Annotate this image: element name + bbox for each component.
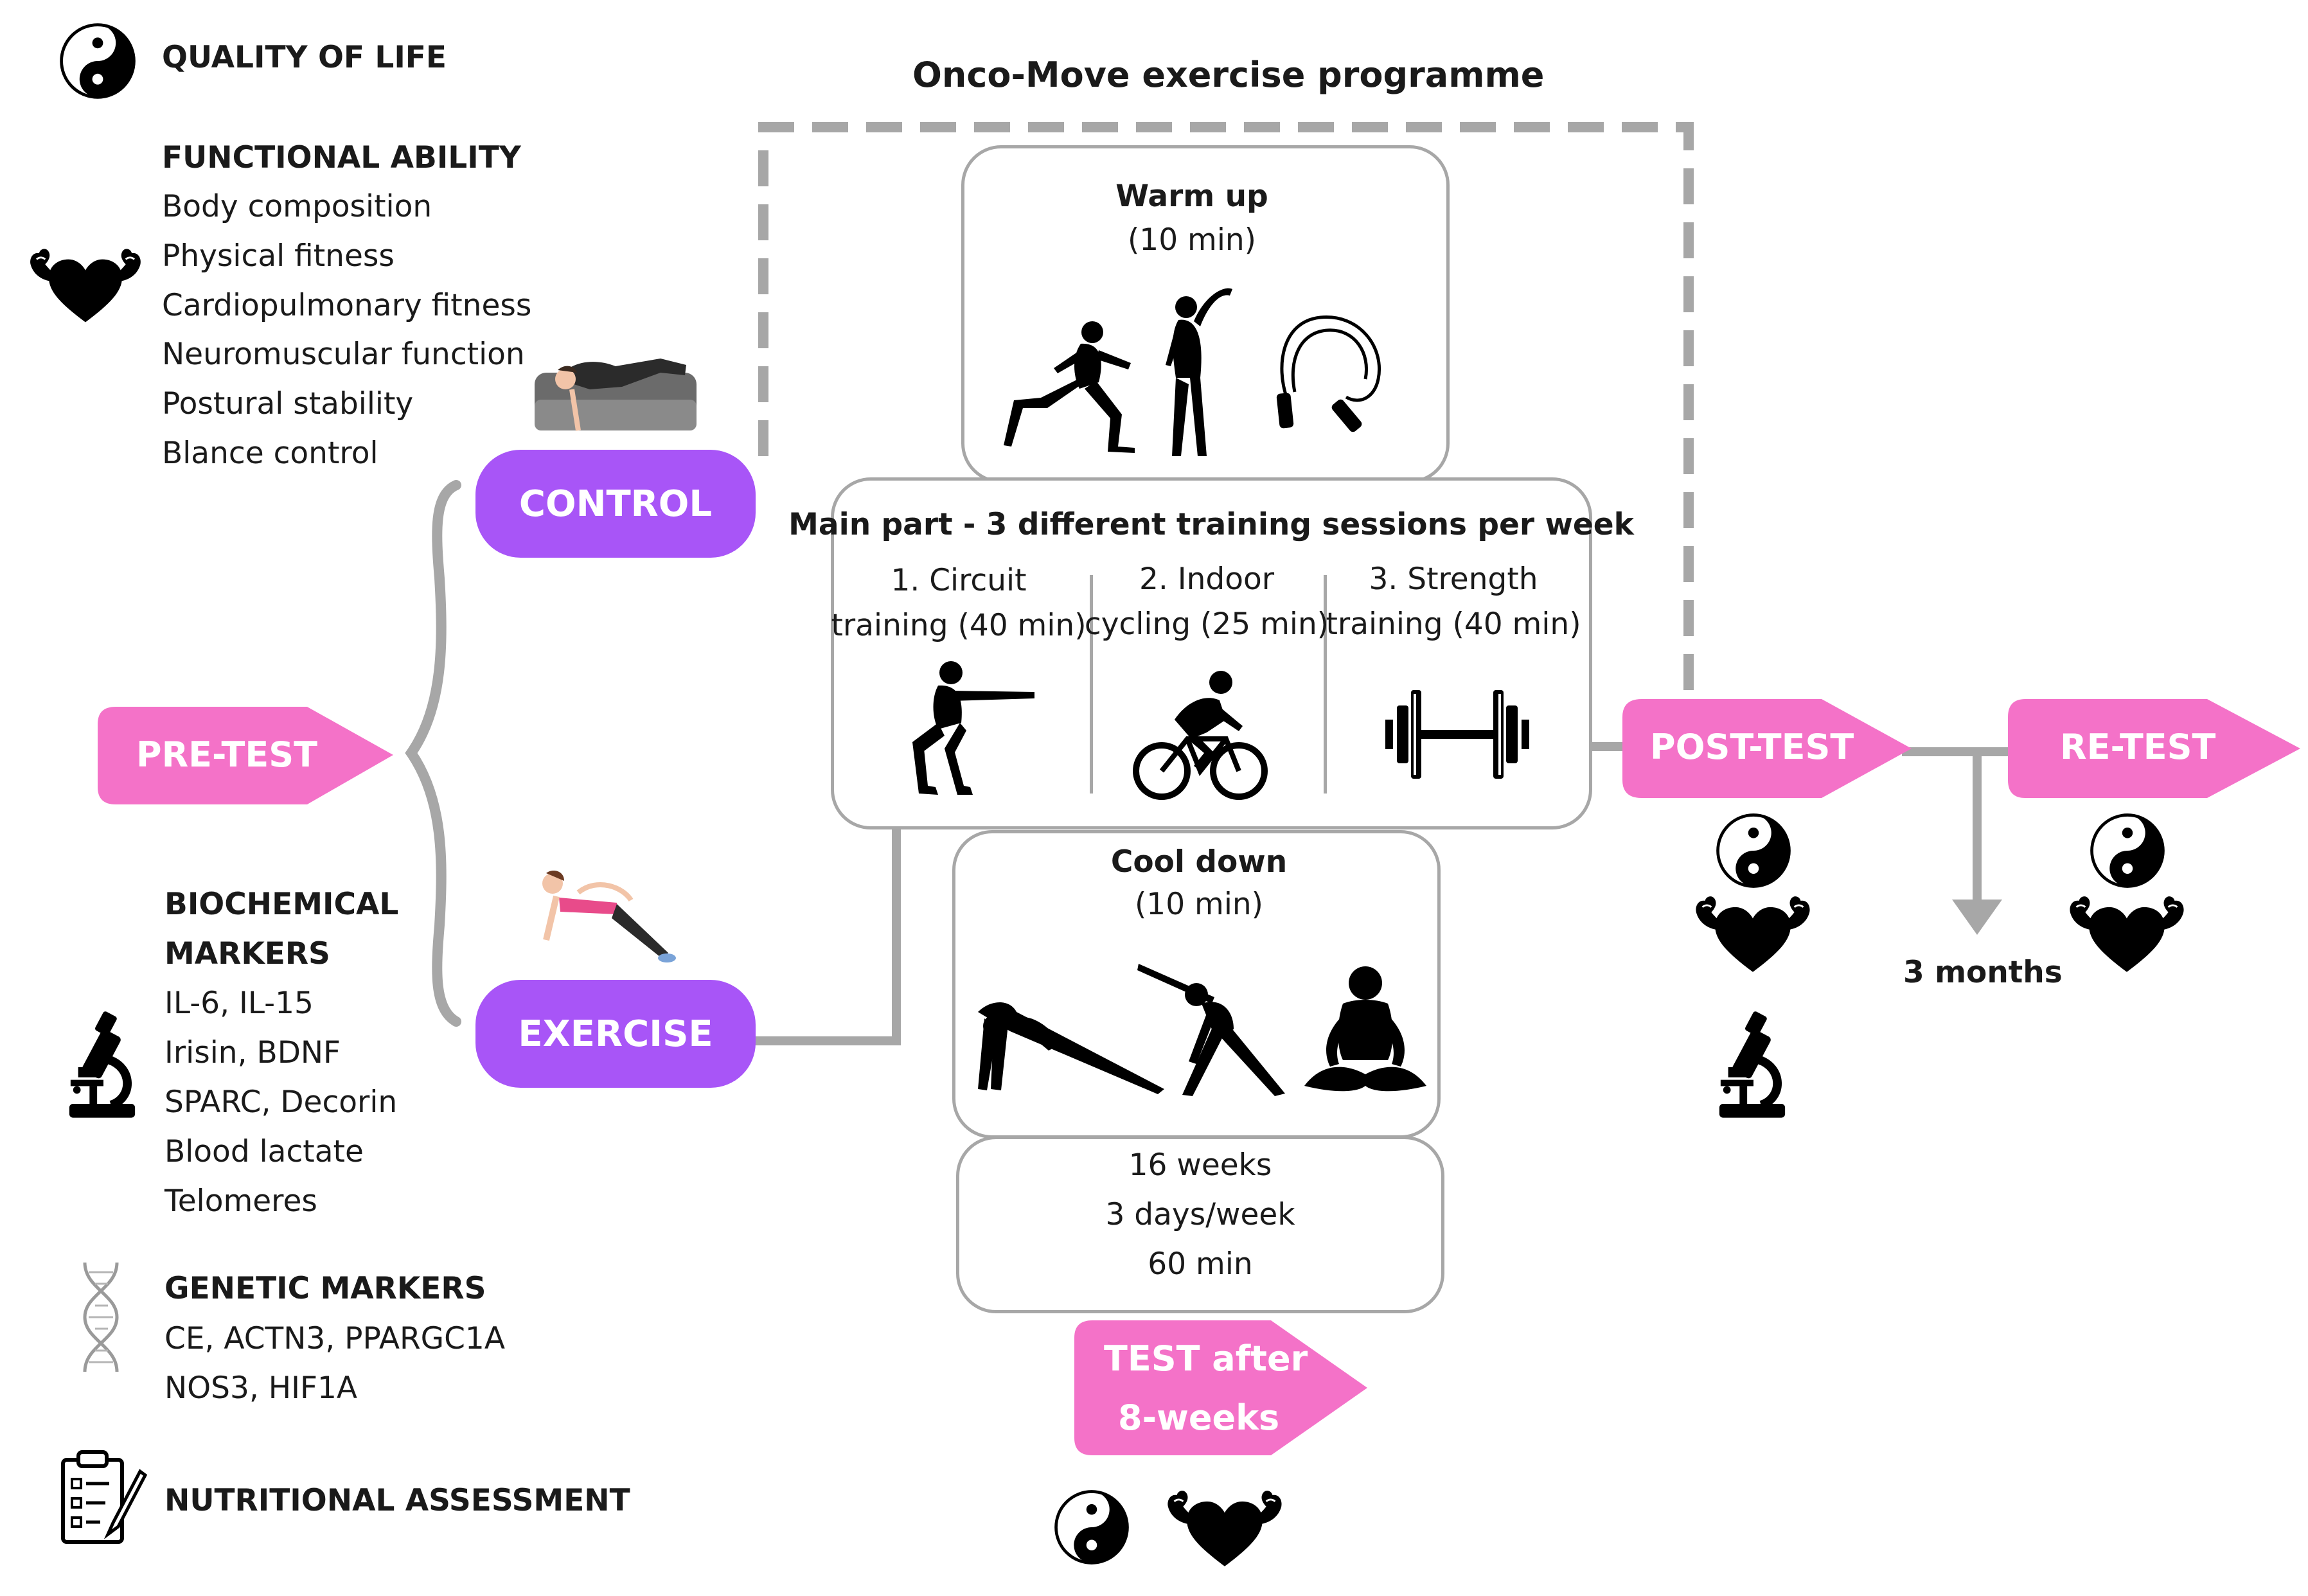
plank-person-icon — [542, 871, 676, 962]
control-group-label: CONTROL — [475, 450, 756, 558]
biochemical-marker-item: IL-6, IL-15 — [164, 986, 314, 1021]
functional-ability-item: Physical fitness — [162, 238, 395, 274]
sofa-person-icon — [535, 359, 697, 431]
nutritional-assessment-heading: NUTRITIONAL ASSESSMENT — [164, 1483, 630, 1518]
warm-up-title: Warm up — [1115, 179, 1268, 214]
exercise-group-label: EXERCISE — [475, 980, 756, 1088]
yin-yang-icon — [2090, 813, 2165, 889]
cool-down-title: Cool down — [1110, 844, 1288, 880]
posttest-label: POST-TEST — [1650, 727, 1854, 767]
heart-muscle-icon — [24, 245, 146, 326]
stretch-person-icon — [1166, 288, 1232, 456]
biochemical-marker-item: Blood lactate — [164, 1134, 364, 1169]
heart-muscle-icon — [1162, 1487, 1288, 1570]
biochemical-markers-heading: BIOCHEMICAL — [164, 887, 399, 922]
pretest-arrow — [98, 707, 393, 804]
schedule-weeks: 16 weeks — [1128, 1148, 1272, 1183]
session-divider — [1090, 575, 1093, 794]
schedule-days: 3 days/week — [1105, 1197, 1295, 1232]
three-month-arrow-head — [1952, 900, 2002, 935]
jump-rope-icon — [1276, 315, 1381, 432]
midtest-arrow — [1074, 1320, 1367, 1455]
schedule-minutes: 60 min — [1148, 1246, 1253, 1282]
functional-ability-item: Blance control — [162, 436, 378, 471]
dumbbell-icon — [1385, 690, 1529, 779]
microscope-icon — [64, 1009, 140, 1123]
midtest-label: TEST after — [1104, 1338, 1308, 1379]
functional-ability-heading: FUNCTIONAL ABILITY — [162, 140, 521, 175]
downward-dog-icon — [978, 1002, 1164, 1094]
side-stretch-icon — [1137, 964, 1285, 1096]
heart-muscle-icon — [2064, 893, 2190, 975]
curly-brace — [405, 480, 461, 1027]
yin-yang-icon — [59, 22, 136, 100]
session-strength-line1: 3. Strength — [1369, 562, 1538, 597]
session-circuit-line2: training (40 min) — [831, 608, 1087, 643]
diagram-title: Onco-Move exercise programme — [912, 55, 1545, 95]
biochemical-markers-heading: MARKERS — [164, 936, 330, 971]
retest-label: RE-TEST — [2060, 727, 2216, 767]
lunge-runner-icon — [1004, 321, 1135, 453]
session-circuit-line1: 1. Circuit — [891, 563, 1027, 598]
clipboard-icon — [61, 1450, 148, 1544]
dashed-loop-line — [758, 122, 1694, 712]
warm-up-duration: (10 min) — [1127, 222, 1257, 258]
functional-ability-item: Postural stability — [162, 386, 414, 421]
functional-ability-item: Cardiopulmonary fitness — [162, 288, 532, 323]
quality-of-life-heading: QUALITY OF LIFE — [162, 40, 447, 75]
session-cycling-line2: cycling (25 min) — [1084, 607, 1329, 642]
yin-yang-icon — [1716, 813, 1791, 889]
functional-ability-item: Body composition — [162, 189, 432, 224]
schedule-box — [956, 1136, 1444, 1313]
genetic-marker-item: CE, ACTN3, PPARGC1A — [164, 1321, 505, 1356]
session-cycling-line1: 2. Indoor — [1139, 562, 1275, 597]
cyclist-icon — [1133, 671, 1268, 800]
squat-person-icon — [912, 661, 1034, 795]
exercise-connector-line — [755, 829, 901, 1045]
biochemical-marker-item: Telomeres — [164, 1184, 317, 1219]
genetic-markers-heading: GENETIC MARKERS — [164, 1271, 486, 1306]
posttest-arrow — [1622, 699, 1912, 798]
pretest-label: PRE-TEST — [136, 734, 317, 775]
genetic-marker-item: NOS3, HIF1A — [164, 1370, 358, 1406]
main-part-title: Main part - 3 different training session… — [788, 507, 1634, 542]
microscope-icon — [1714, 1009, 1790, 1123]
retest-arrow — [2008, 699, 2300, 798]
session-divider — [1324, 575, 1327, 794]
biochemical-marker-item: SPARC, Decorin — [164, 1085, 398, 1120]
three-months-label: 3 months — [1903, 955, 2063, 990]
yin-yang-icon — [1054, 1489, 1130, 1565]
midtest-label: 8-weeks — [1118, 1397, 1280, 1438]
heart-muscle-icon — [1690, 893, 1816, 975]
biochemical-marker-item: Irisin, BDNF — [164, 1035, 341, 1070]
functional-ability-item: Neuromuscular function — [162, 337, 525, 372]
cool-down-duration: (10 min) — [1134, 887, 1264, 922]
dna-icon — [83, 1262, 119, 1372]
meditation-icon — [1304, 966, 1426, 1092]
session-strength-line2: training (40 min) — [1326, 607, 1581, 642]
